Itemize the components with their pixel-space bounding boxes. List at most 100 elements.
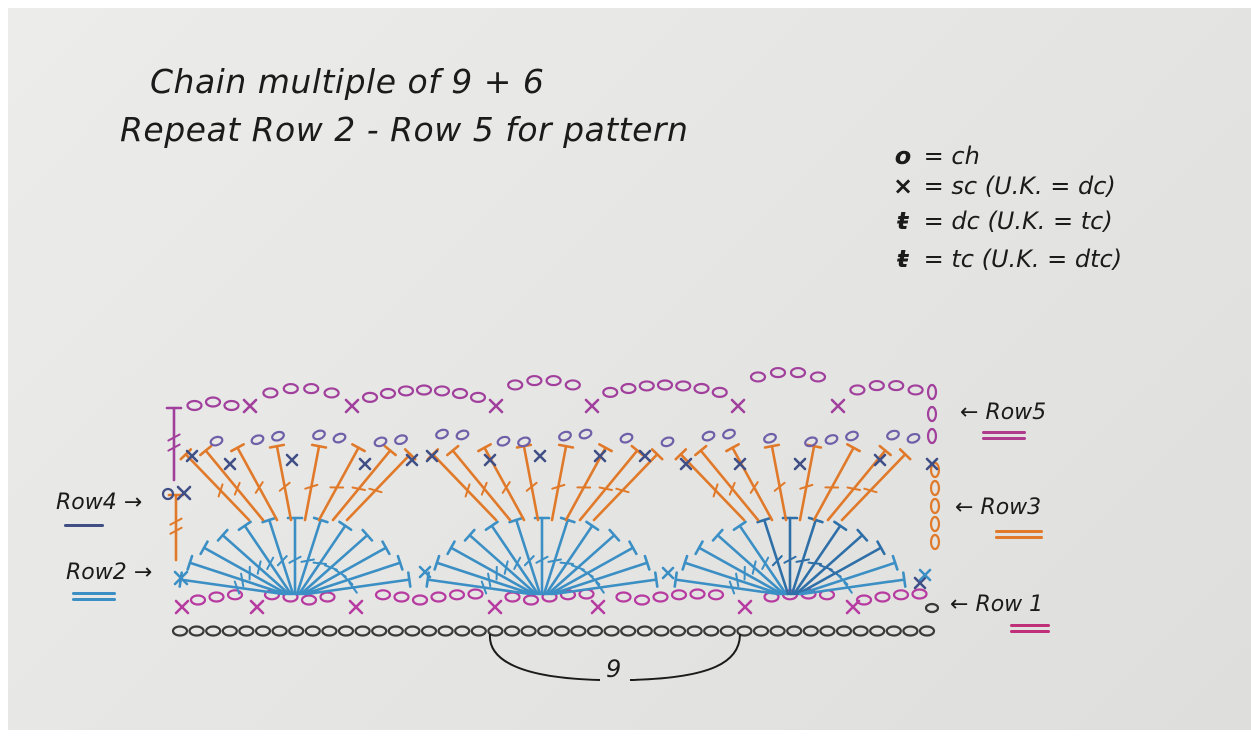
row4-chain	[209, 435, 224, 447]
row5-underline	[982, 431, 1026, 434]
row4-chain	[271, 430, 285, 442]
row3-text: Row3	[980, 495, 1042, 520]
row2-sc	[418, 565, 432, 579]
row1-chain	[448, 589, 466, 601]
row3-underline-2	[995, 536, 1043, 539]
stitch-stroke	[487, 572, 492, 588]
row2-dc-stitch	[463, 528, 538, 596]
stitch-stroke	[361, 528, 374, 542]
stitch-stroke	[501, 481, 511, 494]
row5-chain	[693, 382, 710, 395]
row4-sc	[483, 453, 497, 467]
row5-chain	[451, 387, 469, 400]
stitch-stroke	[508, 516, 525, 524]
stitch-stroke	[711, 528, 724, 542]
stitch-stroke	[756, 516, 773, 524]
row1-chain	[319, 591, 336, 603]
row1-chain	[689, 588, 706, 600]
stitch-stroke	[598, 443, 613, 453]
stitch-stroke	[557, 443, 575, 449]
row5-chain	[809, 371, 827, 383]
row5-chain	[262, 387, 279, 399]
row3-dc-stitch	[674, 448, 746, 522]
row3-dc-stitch	[230, 443, 279, 522]
stitch-stroke	[233, 481, 241, 496]
row1-chain	[208, 591, 225, 603]
stitch-stroke	[800, 578, 906, 596]
legend-sc-text: = sc (U.K. = dc)	[923, 172, 1116, 200]
row1-underline-2	[1010, 630, 1050, 633]
stitch-stroke	[204, 449, 265, 522]
row4-underline	[64, 524, 104, 527]
row5-chain	[711, 386, 728, 399]
row1-sc	[590, 599, 606, 615]
stitch-stroke	[792, 524, 842, 596]
stitch-stroke	[542, 518, 570, 596]
stitch-stroke	[254, 481, 264, 494]
foundation-chain	[288, 625, 305, 637]
stitch-stroke	[826, 449, 887, 522]
stitch-stroke	[237, 520, 252, 532]
stitch-stroke	[846, 486, 861, 491]
row2-dc-stitch	[295, 516, 329, 596]
row5-chain	[564, 379, 581, 391]
stitch-stroke	[794, 533, 864, 596]
stitch-stroke	[268, 443, 286, 449]
stitch-stroke	[681, 554, 689, 571]
stitch-stroke	[771, 555, 783, 567]
row5-chain	[526, 374, 543, 387]
stitch-stroke	[188, 561, 287, 596]
stitch-stroke	[267, 518, 295, 596]
sc-stroke	[242, 398, 258, 414]
stitch-stroke	[278, 481, 291, 492]
row2-dc-stitch	[694, 540, 784, 596]
stitch-stroke	[396, 554, 404, 571]
row2-dc-stitch	[544, 520, 600, 596]
row2-dc-stitch	[186, 554, 287, 596]
foundation-chain	[918, 625, 936, 637]
foundation-chain	[238, 625, 255, 637]
row4-chain	[619, 432, 634, 444]
stitch-stroke	[837, 574, 849, 586]
stitch-stroke	[233, 580, 241, 595]
legend-chain: o = ch	[890, 142, 980, 170]
row5-chain	[303, 382, 320, 395]
foundation-chain	[520, 625, 537, 637]
row4-chain	[517, 436, 531, 448]
row5-chain	[379, 387, 397, 400]
stitch-stroke	[728, 481, 736, 496]
row4-sc	[223, 457, 237, 471]
row4-text: Row4	[56, 490, 117, 515]
stitch-stroke	[338, 520, 353, 532]
row5-sc	[730, 398, 746, 414]
sc-stroke	[830, 398, 846, 414]
stitch-stroke	[435, 561, 534, 596]
stitch-stroke	[807, 516, 824, 524]
sc-stroke	[733, 457, 747, 471]
legend-dc-text: = dc (U.K. = tc)	[923, 207, 1113, 235]
row4-chain	[886, 429, 900, 441]
foundation-chain	[371, 625, 388, 637]
row4-edge-sc	[176, 485, 192, 501]
chain-multiple-title: Chain multiple of 9 + 6	[150, 62, 545, 101]
row3-dc-stitch	[268, 443, 293, 522]
row4-sc	[925, 457, 939, 471]
row3-dc-stitch	[725, 443, 774, 522]
foundation-chain	[503, 625, 521, 637]
stitch-stroke	[513, 556, 522, 570]
row1-sc	[174, 599, 190, 615]
sc-stroke	[593, 449, 607, 463]
row1-sc	[845, 599, 861, 615]
stitch-stroke	[559, 561, 575, 565]
stitch-stroke	[798, 444, 816, 522]
row5-chain	[849, 384, 866, 396]
foundation-chain	[703, 625, 720, 637]
row4-sc	[285, 453, 299, 467]
stitch-stroke	[348, 581, 358, 594]
row1-sc	[249, 599, 265, 615]
sc-stroke	[925, 457, 939, 471]
row5-chain	[789, 366, 807, 379]
stitch-stroke	[230, 443, 245, 453]
row2-dc-stitch	[297, 520, 353, 596]
row3-dc-stitch	[550, 443, 575, 522]
